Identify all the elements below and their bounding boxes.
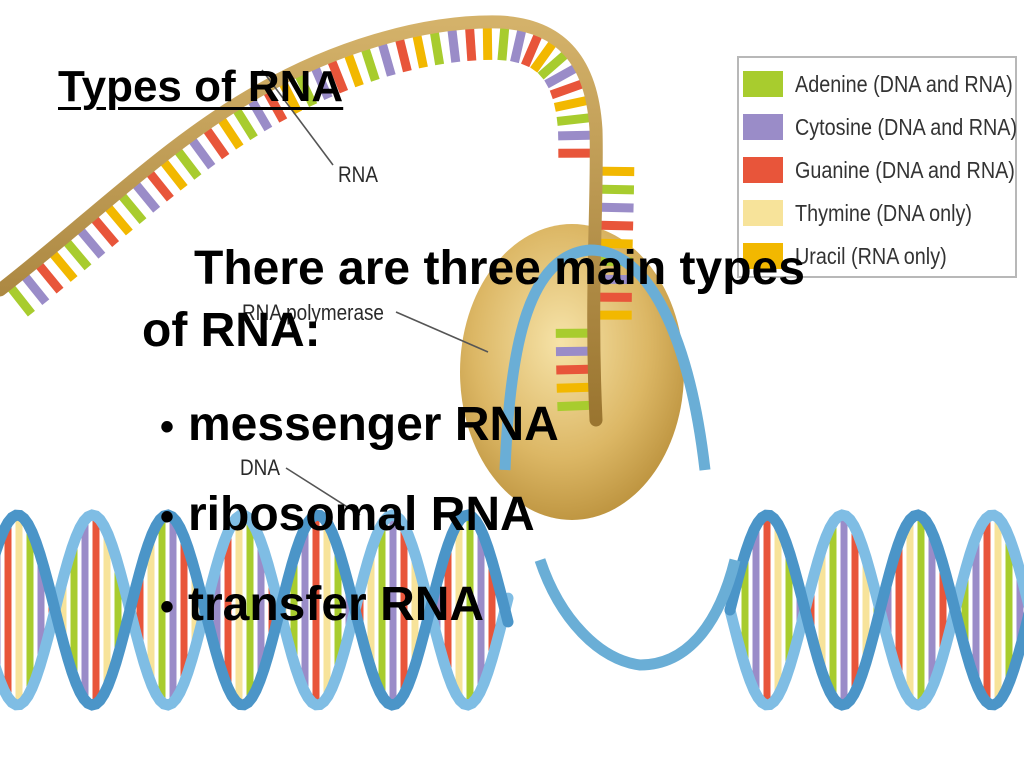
legend-label: Guanine (DNA and RNA) [795, 156, 1015, 183]
legend-label: Adenine (DNA and RNA) [795, 70, 1013, 97]
bullet-text: ribosomal RNA [188, 488, 535, 541]
legend-label: Thymine (DNA only) [795, 199, 972, 226]
dna-strands [0, 509, 1024, 711]
legend-row-guanine: Guanine (DNA and RNA) [743, 151, 1024, 189]
dna-bubble-strand-upper [499, 244, 711, 471]
thymine-swatch [743, 200, 783, 226]
slide-title: Types of RNA [58, 62, 344, 111]
uracil-swatch [743, 243, 783, 269]
bullet-text: transfer RNA [188, 578, 485, 631]
dna-label: DNA [240, 455, 280, 480]
rna-label: RNA [338, 162, 378, 187]
intro-text: There are three main types of RNA: [142, 238, 942, 362]
dna-pointer-line [285, 467, 361, 516]
dna-backbone [724, 509, 1024, 711]
rna-strand [0, 15, 603, 427]
list-item: • transfer RNA [160, 574, 559, 664]
legend-label: Cytosine (DNA and RNA) [795, 113, 1018, 140]
rna-types-list: • messenger RNA • ribosomal RNA • transfer … [160, 394, 559, 664]
guanine-swatch [743, 157, 783, 183]
legend-row-uracil: Uracil (RNA only) [743, 237, 971, 275]
intro-line-1: There are three main types [194, 242, 805, 295]
dna-backbone [724, 509, 1024, 711]
dna-bubble-strand-lower [534, 558, 741, 671]
polymerase-pointer-line [395, 311, 489, 353]
dna-backbone [0, 509, 514, 711]
legend-label: Uracil (RNA only) [795, 242, 947, 269]
list-item: • ribosomal RNA [160, 484, 559, 574]
adenine-swatch [743, 71, 783, 97]
list-item: • messenger RNA [160, 394, 559, 484]
legend-row-cytosine: Cytosine (DNA and RNA) [743, 108, 1024, 146]
bullet-marker: • [160, 585, 175, 629]
bullet-marker: • [160, 495, 175, 539]
legend-row-adenine: Adenine (DNA and RNA) [743, 65, 1024, 103]
bullet-text: messenger RNA [188, 398, 559, 451]
legend-row-thymine: Thymine (DNA only) [743, 194, 1001, 232]
intro-line-2: of RNA: [142, 304, 321, 357]
bullet-marker: • [160, 405, 175, 449]
cytosine-swatch [743, 114, 783, 140]
base-color-legend: Adenine (DNA and RNA) Cytosine (DNA and … [737, 56, 1017, 278]
rna-pointer-line [261, 69, 334, 166]
dna-backbone [0, 509, 514, 711]
polymerase-label: RNA polymerase [242, 300, 384, 325]
